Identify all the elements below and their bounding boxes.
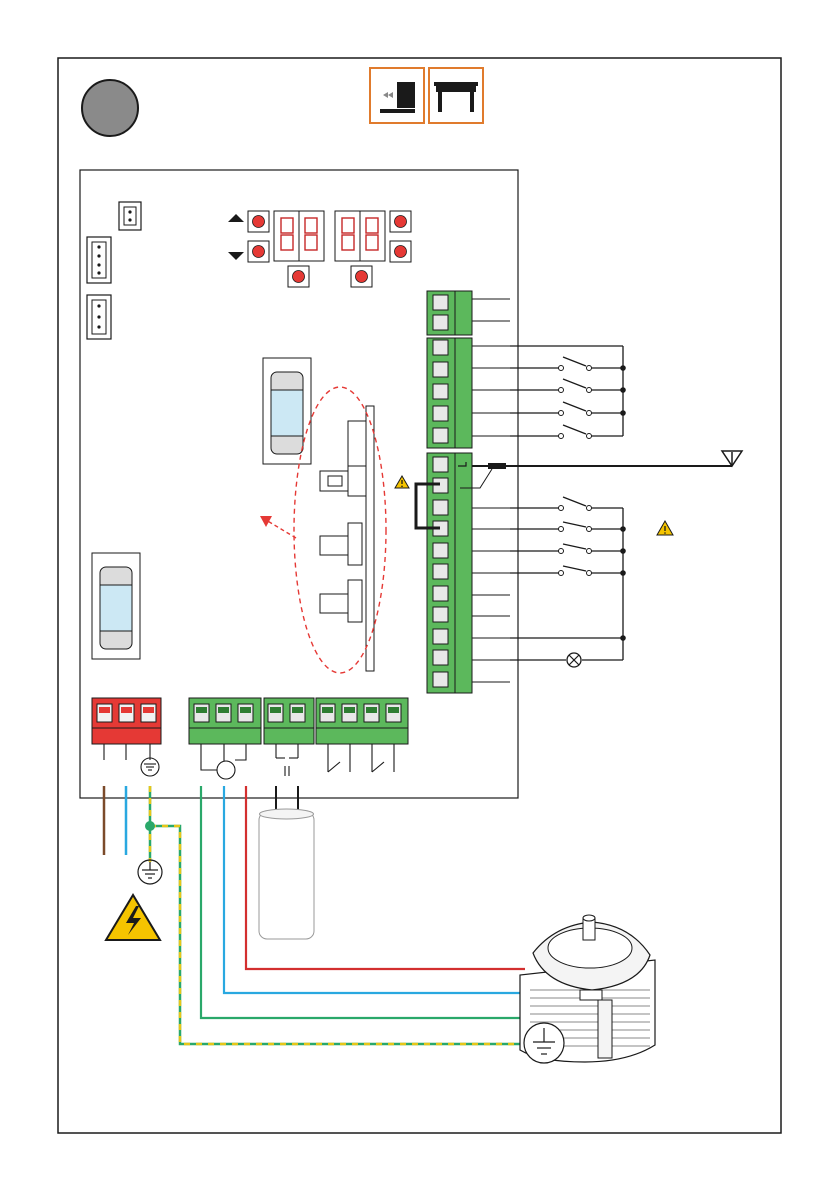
right-button-top[interactable] — [390, 211, 411, 232]
enter-button-right[interactable] — [351, 266, 372, 287]
step-badge-icon — [82, 80, 138, 136]
warning-triangle-icon-right — [657, 521, 673, 535]
terminal-block-inputs — [427, 338, 510, 448]
terminal-block-top — [427, 291, 510, 335]
switch-contacts-main — [559, 506, 592, 576]
capacitor-icon — [259, 786, 314, 939]
wire-yellow-green — [150, 786, 522, 1044]
terminal-block-capacitor — [264, 698, 314, 744]
connector-j1 — [119, 202, 141, 230]
motor-ground-icon — [524, 1023, 564, 1063]
sliding-gate-icon — [370, 68, 424, 123]
arrow-up-icon — [228, 214, 244, 222]
down-button[interactable] — [248, 241, 269, 262]
terminal-block-motor — [189, 698, 261, 744]
safety-switches — [510, 497, 623, 660]
module-highlight-arrow-head — [260, 516, 272, 527]
right-button-bottom[interactable] — [390, 241, 411, 262]
warning-triangle-icon — [395, 476, 409, 488]
outer-frame — [58, 58, 781, 1133]
module-highlight-arrow-line — [266, 520, 296, 538]
antenna-icon — [722, 451, 742, 466]
fuse-upper — [263, 358, 311, 464]
arrow-down-icon — [228, 252, 244, 260]
connector-j3 — [87, 295, 111, 339]
barrier-icon — [429, 68, 483, 123]
antenna-connector — [488, 463, 506, 469]
fuse-lower — [92, 553, 140, 659]
ground-junction — [145, 821, 155, 831]
plug-in-module — [320, 406, 374, 671]
input-switches — [510, 346, 623, 436]
terminal-block-main — [427, 453, 510, 693]
display-left — [274, 211, 324, 261]
enter-button-left[interactable] — [288, 266, 309, 287]
connector-j2 — [87, 237, 111, 283]
bottom-schematic — [104, 744, 394, 779]
up-button[interactable] — [248, 211, 269, 232]
display-right — [335, 211, 385, 261]
lamp-icon — [567, 653, 581, 667]
high-voltage-warning-icon — [106, 895, 160, 940]
terminal-block-power — [92, 698, 161, 744]
wire-motor-green — [201, 786, 525, 1018]
ground-icon — [138, 860, 162, 884]
terminal-block-relay — [316, 698, 408, 744]
